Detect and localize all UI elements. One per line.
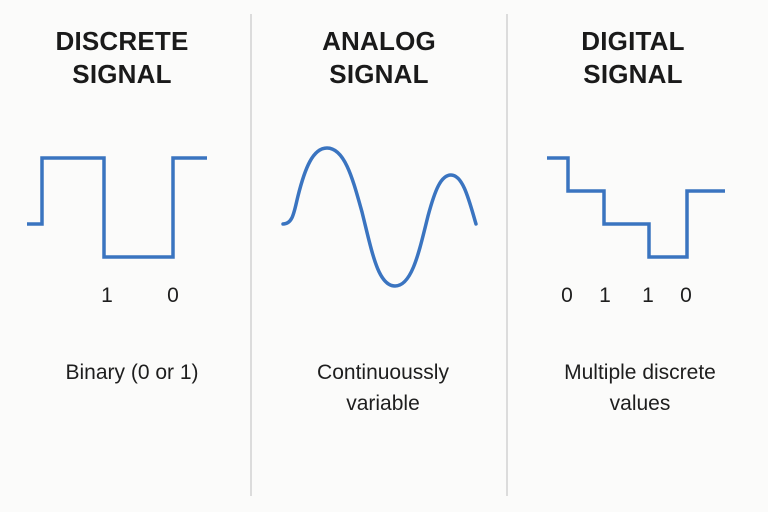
analog-description-line-1: Continuoussly: [317, 361, 449, 384]
digital-title-line-2: SIGNAL: [583, 59, 683, 89]
discrete-title-line-2: SIGNAL: [72, 59, 172, 89]
digital-bit-label: 1: [599, 284, 611, 307]
digital-description: Multiple discrete values: [515, 357, 765, 419]
analog-description-line-2: variable: [346, 392, 420, 415]
analog-title-line-1: ANALOG: [322, 26, 436, 56]
discrete-bit-label: 0: [167, 284, 179, 307]
discrete-description: Binary (0 or 1): [7, 357, 257, 388]
discrete-bit-label: 1: [101, 284, 113, 307]
discrete-square-wave-icon: [27, 156, 207, 259]
digital-bit-label: 0: [561, 284, 573, 307]
digital-bit-label: 0: [680, 284, 692, 307]
discrete-title: DISCRETE SIGNAL: [0, 25, 247, 91]
digital-description-line-2: values: [609, 392, 671, 415]
analog-title: ANALOG SIGNAL: [254, 25, 504, 91]
digital-bit-label: 1: [642, 284, 654, 307]
analog-description: Continuoussly variable: [258, 357, 508, 419]
divider-left: [250, 14, 252, 496]
digital-title-line-1: DIGITAL: [581, 26, 685, 56]
analog-sine-wave-icon: [281, 146, 478, 288]
divider-right: [506, 14, 508, 496]
digital-description-line-1: Multiple discrete: [564, 361, 716, 384]
discrete-description-line-1: Binary (0 or 1): [65, 361, 199, 384]
digital-staircase-wave-icon: [547, 156, 725, 259]
digital-title: DIGITAL SIGNAL: [508, 25, 758, 91]
discrete-title-line-1: DISCRETE: [55, 26, 189, 56]
analog-title-line-2: SIGNAL: [329, 59, 429, 89]
